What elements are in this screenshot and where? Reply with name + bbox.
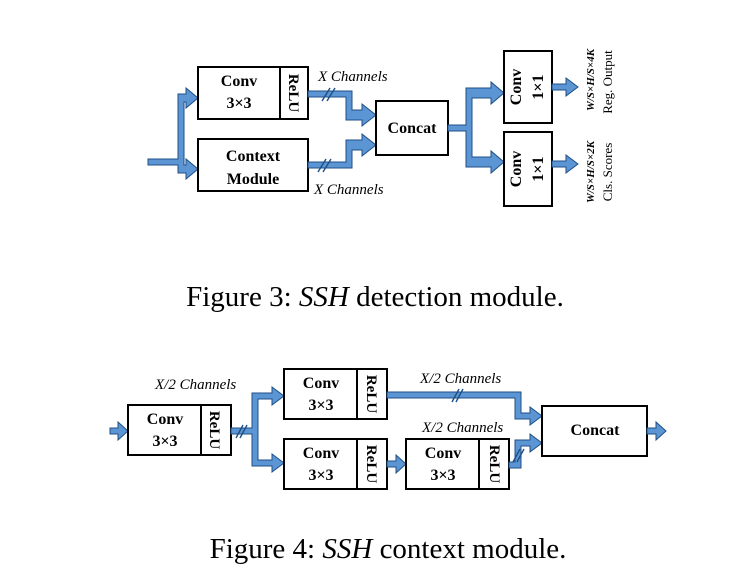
fig3-cls-shape: W/S×H/S×2K (585, 140, 597, 203)
fig3-cls-out-arrow (551, 154, 579, 174)
fig4-relu4-label: ReLU (486, 445, 502, 483)
fig4-conv-relu-block-4: Conv 3×3 ReLU (405, 438, 510, 490)
fig3-top-to-concat-arrow (307, 90, 377, 128)
fig3-slash-bottom-2 (322, 158, 332, 173)
fig3-channels-bottom: X Channels (313, 182, 384, 198)
fig4-slash-top (451, 388, 460, 403)
fig4-conv1-label: Conv (147, 411, 183, 428)
fig4-relu3-label: ReLU (363, 445, 379, 483)
fig4-slash-bottom (512, 448, 521, 463)
fig3-reg-head-block: Conv 1×1 (503, 50, 553, 124)
fig4-conv4-kernel: 3×3 (430, 467, 455, 484)
fig3-conv-label: Conv (221, 73, 257, 90)
fig4-mid-arrow (386, 453, 407, 475)
figure-4-context-module: Conv 3×3 ReLU X/2 Channels Conv 3×3 ReLU… (109, 368, 667, 565)
fig3-reg-label: Reg. Output (600, 50, 615, 114)
fig3-concat-label: Concat (388, 120, 438, 137)
fig4-slash-bottom-2 (516, 448, 525, 463)
fig4-conv2-kernel: 3×3 (308, 397, 333, 414)
fig3-concat-block: Concat (375, 100, 449, 156)
fig3-relu-label: ReLU (285, 74, 301, 112)
fig4-input-arrow (109, 420, 129, 442)
fig3-cls-conv: Conv (508, 151, 525, 187)
fig3-input-split-arrow (147, 86, 199, 181)
fig4-relu2-label: ReLU (363, 375, 379, 413)
fig4-channels-top: X/2 Channels (419, 371, 501, 387)
fig4-bottom-to-concat-arrow (508, 433, 543, 469)
fig3-reg-out-arrow (551, 77, 579, 97)
fig3-reg-kernel: 1×1 (530, 74, 547, 99)
fig4-conv-relu-block-3: Conv 3×3 ReLU (283, 438, 388, 490)
fig3-conv-kernel: 3×3 (226, 95, 251, 112)
fig3-reg-conv: Conv (508, 69, 525, 105)
fig3-context-label-2: Module (227, 171, 279, 188)
figure-3-detection-module: Conv 3×3 ReLU Context Module X Channels … (147, 48, 615, 313)
fig4-slash-left (235, 424, 244, 439)
fig4-conv-relu-block-1: Conv 3×3 ReLU (127, 404, 232, 456)
fig3-concat-split-arrow (447, 80, 505, 175)
fig3-channels-top: X Channels (317, 69, 388, 85)
fig3-conv-relu-block: Conv 3×3 ReLU (197, 66, 309, 120)
fig4-conv-relu-block-2: Conv 3×3 ReLU (283, 368, 388, 420)
fig3-cls-label: Cls. Scores (600, 143, 615, 202)
fig4-top-to-concat-arrow (386, 391, 543, 426)
fig4-slash-top-2 (455, 388, 464, 403)
fig4-conv3-label: Conv (303, 445, 339, 462)
fig3-slash-bottom (317, 158, 327, 173)
fig4-relu1-label: ReLU (206, 411, 222, 449)
fig3-slash-top (321, 87, 331, 102)
fig4-conv4-label: Conv (425, 445, 461, 462)
fig3-caption: Figure 3: SSH detection module. (186, 281, 564, 313)
fig4-channels-left: X/2 Channels (154, 377, 236, 393)
fig3-cls-kernel: 1×1 (530, 156, 547, 181)
fig4-caption: Figure 4: SSH context module. (210, 533, 567, 565)
fig3-context-module-block: Context Module (197, 138, 309, 192)
fig4-conv3-kernel: 3×3 (308, 467, 333, 484)
fig3-reg-shape: W/S×H/S×4K (585, 48, 597, 111)
fig4-concat-block: Concat (541, 405, 648, 457)
fig4-channels-mid: X/2 Channels (421, 420, 503, 436)
fig3-bottom-to-concat-arrow (307, 132, 377, 169)
fig4-slash-left-2 (239, 424, 248, 439)
fig3-slash-top-2 (326, 87, 336, 102)
fig4-conv2-label: Conv (303, 375, 339, 392)
fig4-split-arrow (230, 386, 285, 473)
fig3-context-label-1: Context (226, 148, 281, 165)
fig4-concat-label: Concat (571, 422, 621, 439)
fig4-output-arrow (646, 420, 667, 442)
fig4-conv1-kernel: 3×3 (152, 433, 177, 450)
fig3-cls-head-block: Conv 1×1 (503, 131, 553, 207)
